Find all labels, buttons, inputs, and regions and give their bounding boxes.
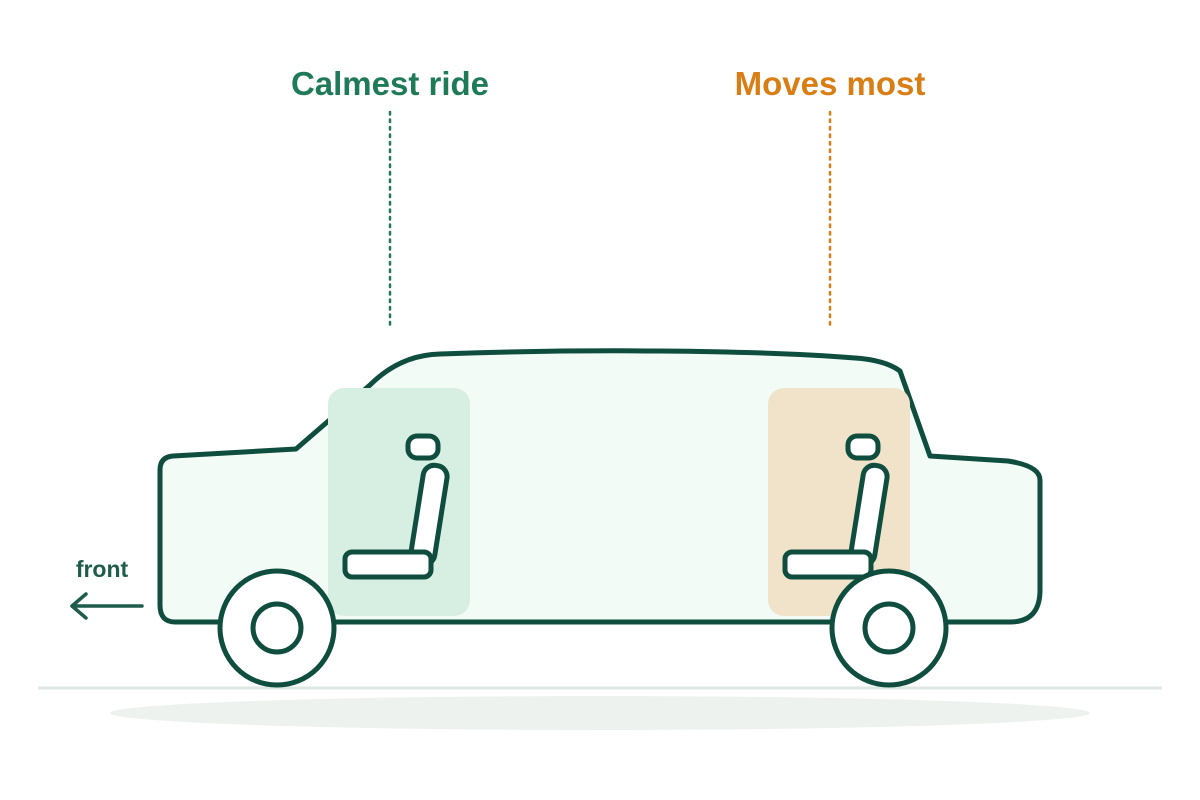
- front-wheel-hub: [250, 601, 304, 655]
- calmest-ride-label: Calmest ride: [291, 65, 489, 102]
- car-seat-icon: [342, 433, 450, 580]
- ground-shadow: [110, 696, 1090, 730]
- car-seat-icon: [782, 433, 890, 580]
- rear-wheel: [829, 568, 949, 688]
- moves-most-label: Moves most: [735, 65, 926, 102]
- front-wheel: [217, 568, 337, 688]
- front-label: front: [76, 556, 129, 582]
- seat-headrest: [845, 433, 881, 461]
- rear-wheel-hub: [862, 601, 916, 655]
- seat-cushion: [342, 549, 434, 580]
- arrow-left-icon: [70, 592, 144, 620]
- calm-zone: [328, 388, 470, 616]
- seat-headrest: [405, 433, 441, 461]
- seat-cushion: [782, 549, 874, 580]
